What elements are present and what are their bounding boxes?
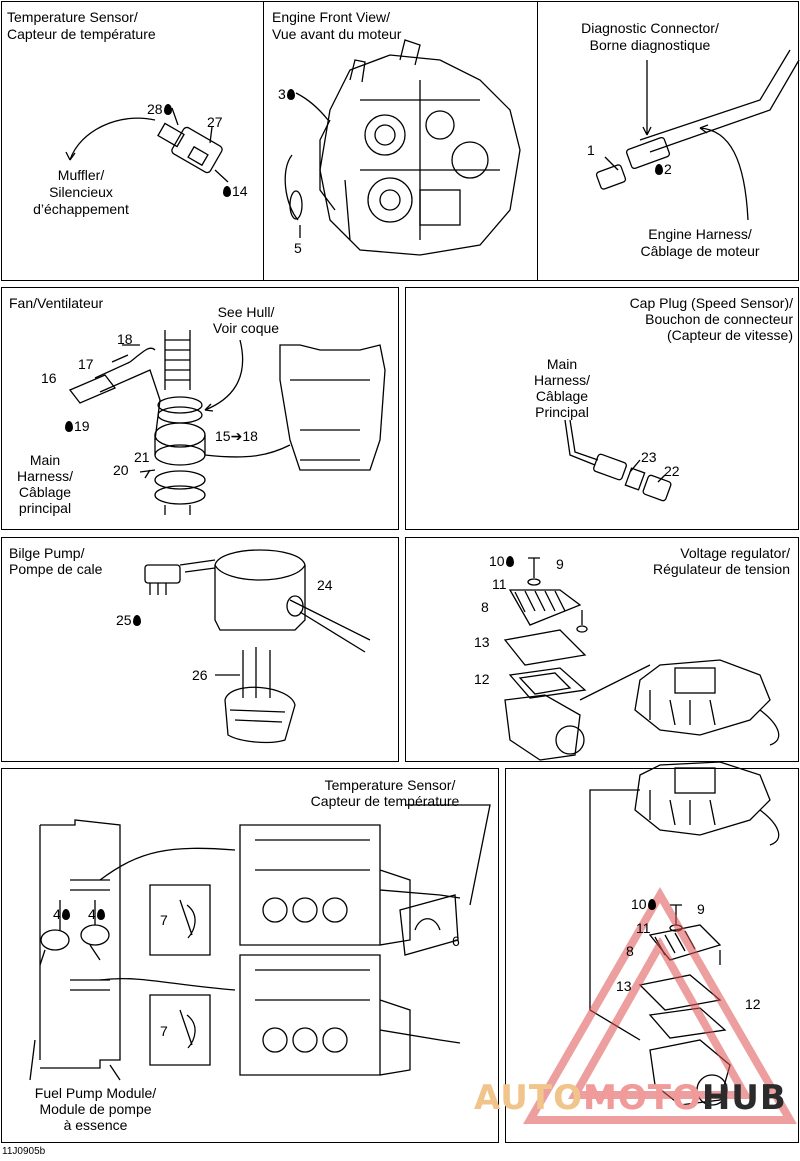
callout-1: 1 — [587, 142, 595, 158]
grease-drop-icon — [61, 909, 70, 920]
grease-drop-icon — [132, 615, 141, 626]
fuel-pump-label-line2: Module de pompe — [39, 1101, 152, 1117]
diagnostic-connector-drawing — [595, 49, 800, 221]
main-harness-label-line3: Câblage — [18, 484, 72, 500]
panel-fan — [1, 287, 399, 530]
callout-18: 18 — [117, 331, 133, 347]
engine-harness-label-line2: Câblage de moteur — [640, 243, 760, 259]
panel-voltage-regulator — [405, 537, 799, 762]
callout-19: 19 — [64, 418, 90, 434]
panel-title-line1: Bilge Pump/ — [9, 545, 85, 561]
panel-title-line2: Capteur de température — [7, 26, 156, 42]
cap-plug-drawing — [564, 419, 672, 502]
panel-title-line1: Diagnostic Connector/ — [581, 20, 719, 36]
grease-drop-icon — [223, 186, 231, 197]
callout-11-detail: 11 — [636, 920, 651, 936]
main-harness-label-line4: Principal — [535, 404, 589, 420]
panel-bilge-pump — [1, 537, 399, 762]
panel-title-line2: Régulateur de tension — [653, 561, 790, 577]
grease-drop-icon — [163, 104, 172, 115]
main-harness-label-line2: Harness/ — [16, 468, 74, 484]
callout-8: 8 — [481, 599, 489, 615]
panel-title-line3: (Capteur de vitesse) — [666, 327, 793, 343]
callout-20: 20 — [113, 462, 129, 478]
panel-fuel-pump — [1, 768, 499, 1143]
callout-2: 2 — [654, 161, 672, 177]
temperature-sensor-label-line1: Temperature Sensor/ — [324, 777, 456, 793]
callout-12: 12 — [474, 671, 490, 687]
engine-front-drawing — [284, 39, 521, 256]
callout-13-detail: 13 — [616, 978, 632, 994]
muffler-label-line3: d’échappement — [33, 201, 129, 217]
callout-12-detail: 12 — [745, 996, 761, 1012]
panel-diagnostic-connector — [537, 1, 799, 281]
watermark-triangle — [523, 887, 797, 1124]
callout-4b: 4 — [88, 906, 106, 922]
fuel-pump-drawing — [39, 804, 491, 1076]
callout-9-detail: 9 — [697, 901, 705, 917]
callout-21: 21 — [134, 449, 150, 465]
callout-8-detail: 8 — [626, 943, 634, 959]
muffler-label-line1: Muffler/ — [57, 167, 105, 183]
callout-3: 3 — [278, 86, 296, 102]
panel-title-line2: Borne diagnostique — [589, 37, 711, 53]
panel-title-line2: Vue avant du moteur — [272, 26, 402, 42]
figure-code: 11J0905b — [2, 1146, 46, 1157]
see-hull-label-line1: See Hull/ — [217, 304, 275, 320]
fuel-pump-label-line3: à essence — [63, 1117, 128, 1133]
watermark-logo: AUTOMOTOHUB — [474, 1078, 787, 1118]
callout-7a: 7 — [160, 912, 168, 928]
temperature-sensor-drawing — [65, 107, 229, 183]
callout-27: 27 — [207, 114, 223, 130]
leader-lines — [29, 1039, 121, 1081]
panel-title-line1: Cap Plug (Speed Sensor)/ — [629, 295, 793, 311]
main-harness-label-line1: Main — [29, 452, 61, 468]
arrow-right-icon: ➔ — [230, 428, 243, 444]
panel-title-line1: Voltage regulator/ — [680, 545, 790, 561]
callout-6: 6 — [452, 933, 460, 949]
panel-title-line2: Pompe de cale — [9, 561, 103, 577]
fan-drawing — [68, 330, 386, 515]
panel-title: Fan/Ventilateur — [9, 295, 104, 311]
grease-drop-icon — [65, 421, 73, 432]
callout-5: 5 — [294, 240, 302, 256]
panel-cap-plug — [405, 287, 799, 530]
callout-25: 25 — [116, 612, 142, 628]
callout-4a: 4 — [53, 906, 71, 922]
grease-drop-icon — [96, 909, 105, 920]
callout-17: 17 — [78, 356, 94, 372]
callout-13: 13 — [474, 634, 490, 650]
callout-14: 14 — [222, 183, 248, 199]
main-harness-label-line2: Harness/ — [533, 372, 591, 388]
panel-title-line1: Engine Front View/ — [272, 9, 391, 25]
grease-drop-icon — [505, 556, 514, 567]
panel-title-line1: Temperature Sensor/ — [7, 9, 138, 25]
bilge-pump-drawing — [144, 549, 371, 744]
see-hull-label-line2: Voir coque — [212, 320, 280, 336]
callout-26: 26 — [192, 667, 208, 683]
callout-7b: 7 — [160, 1023, 168, 1039]
main-harness-label-line4: principal — [18, 500, 72, 516]
fuel-pump-label-line1: Fuel Pump Module/ — [34, 1085, 157, 1101]
callout-9: 9 — [556, 556, 564, 572]
main-harness-label-line1: Main — [546, 356, 578, 372]
main-harness-label-line3: Câblage — [535, 388, 589, 404]
callout-15-to-18: 15➔18 — [215, 428, 258, 444]
callout-23: 23 — [641, 449, 657, 465]
callout-10-detail: 10 — [631, 896, 657, 912]
panel-title-line2: Bouchon de connecteur — [645, 311, 793, 327]
grease-drop-icon — [655, 164, 663, 175]
callout-28: 28 — [147, 101, 173, 117]
callout-11: 11 — [492, 576, 507, 592]
temperature-sensor-label-line2: Capteur de température — [310, 793, 460, 809]
engine-harness-label-line1: Engine Harness/ — [648, 226, 752, 242]
callout-16: 16 — [41, 370, 57, 386]
grease-drop-icon — [647, 899, 656, 910]
callout-24: 24 — [317, 577, 333, 593]
grease-drop-icon — [286, 89, 295, 100]
callout-10: 10 — [489, 553, 515, 569]
callout-22: 22 — [664, 463, 680, 479]
muffler-label-line2: Silencieux — [49, 184, 113, 200]
